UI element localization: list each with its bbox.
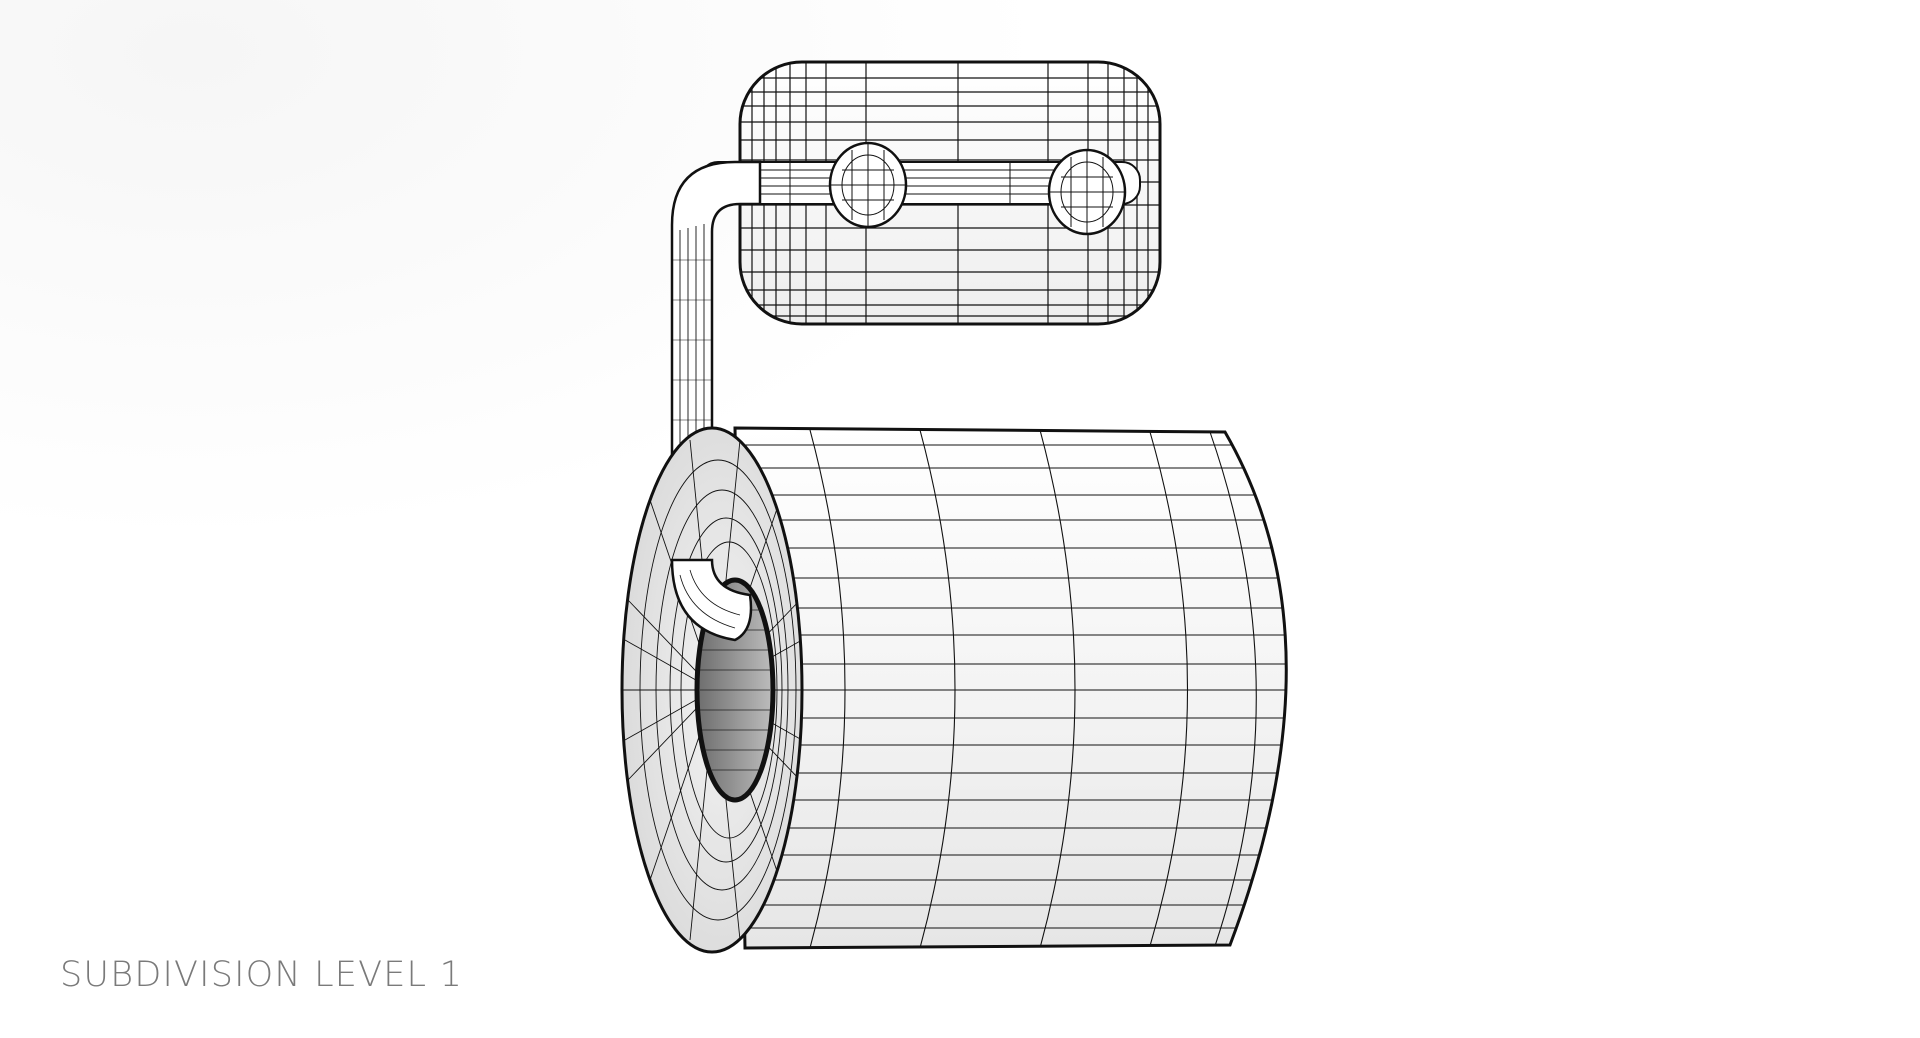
roll-face [620, 426, 804, 954]
paper-roll [733, 426, 1288, 950]
holder-arm-bend [670, 558, 753, 642]
subdivision-caption: SUBDIVISION LEVEL 1 [60, 955, 464, 995]
